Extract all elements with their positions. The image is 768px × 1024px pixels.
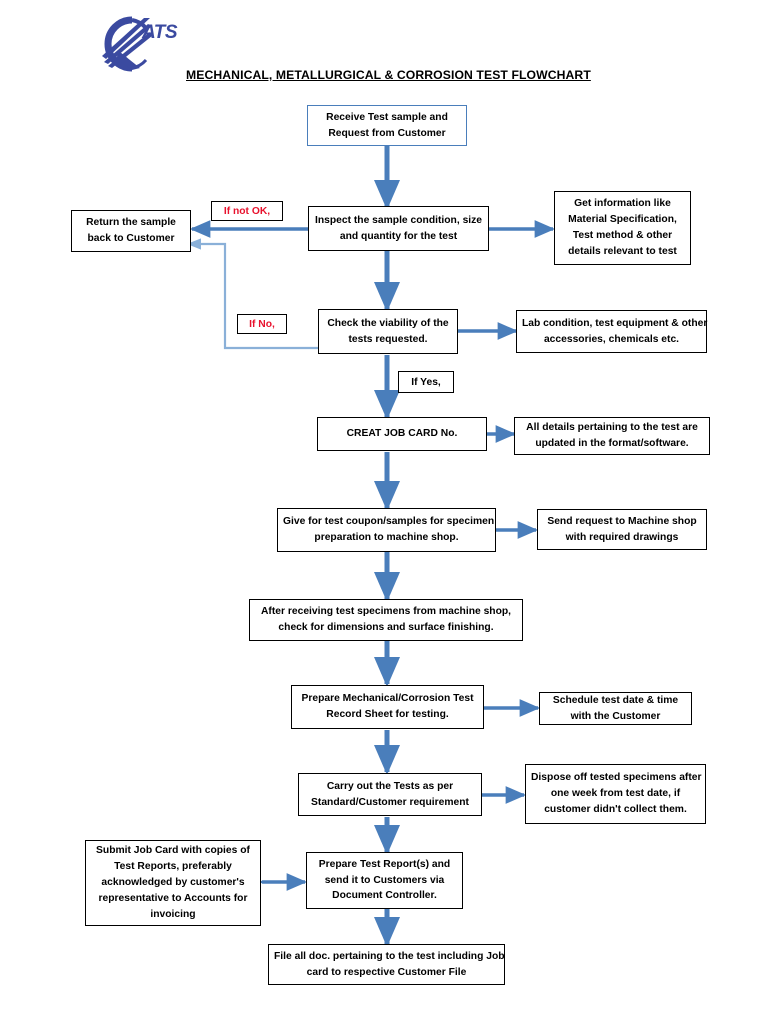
box-line: Prepare Test Report(s) and [318, 858, 451, 870]
box-line: send it to Customers via [324, 874, 445, 886]
box-line: invoicing [150, 908, 196, 920]
schedule-test-date-box[interactable]: Schedule test date & time with the Custo… [539, 692, 692, 725]
box-line: Check the viability of the [327, 317, 449, 329]
box-line: customer didn't collect them. [544, 803, 687, 815]
box-line: Carry out the Tests as per [326, 780, 454, 792]
carry-out-tests-box[interactable]: Carry out the Tests as per Standard/Cust… [298, 773, 482, 816]
box-line: Test Reports, preferably [114, 861, 232, 873]
box-line: Dispose off tested specimens after [531, 772, 702, 784]
box-line: Get information like [574, 198, 671, 210]
box-line: Material Specification, [568, 214, 677, 226]
prepare-test-report-box[interactable]: Prepare Test Report(s) and send it to Cu… [306, 852, 463, 909]
box-line: updated in the format/software. [535, 438, 689, 449]
box-line: Inspect the sample condition, size [314, 214, 483, 226]
box-line: Request from Customer [328, 127, 446, 139]
send-request-machine-shop-box[interactable]: Send request to Machine shop with requir… [537, 509, 707, 550]
get-information-box[interactable]: Get information like Material Specificat… [554, 191, 691, 265]
inspect-sample-box[interactable]: Inspect the sample condition, size and q… [308, 206, 489, 251]
prepare-record-sheet-box[interactable]: Prepare Mechanical/Corrosion Test Record… [291, 685, 484, 729]
after-receiving-specimens-box[interactable]: After receiving test specimens from mach… [249, 599, 523, 641]
box-line: one week from test date, if [550, 788, 681, 800]
box-line: card to respective Customer File [306, 966, 467, 978]
box-line: Test method & other [572, 230, 673, 241]
all-details-box[interactable]: All details pertaining to the test are u… [514, 417, 710, 455]
box-line: with the Customer [570, 710, 661, 722]
return-sample-box[interactable]: Return the sample back to Customer [71, 210, 191, 252]
box-line: After receiving test specimens from mach… [260, 606, 512, 618]
receive-sample-box[interactable]: Receive Test sample and Request from Cus… [307, 105, 467, 146]
box-line: with required drawings [565, 531, 679, 543]
box-line: details relevant to test [568, 245, 677, 257]
box-line: Standard/Customer requirement [311, 796, 469, 808]
box-line: Record Sheet for testing. [326, 709, 449, 720]
box-line: Submit Job Card with copies of [96, 845, 250, 857]
box-line: File all doc. pertaining to the test inc… [274, 950, 505, 962]
submit-job-card-box[interactable]: Submit Job Card with copies of Test Repo… [85, 840, 261, 926]
ats-logo-mark [102, 16, 152, 72]
file-all-documents-box[interactable]: File all doc. pertaining to the test inc… [268, 944, 505, 985]
box-line: Prepare Mechanical/Corrosion Test [301, 693, 474, 705]
box-line: acknowledged by customer's [101, 877, 245, 889]
box-line: preparation to machine shop. [314, 532, 459, 543]
box-line: Send request to Machine shop [547, 515, 697, 527]
if-yes-label: If Yes, [398, 371, 454, 393]
box-line: All details pertaining to the test are [526, 422, 698, 434]
ats-logo-text: ATS [142, 22, 178, 43]
box-line: Document Controller. [332, 890, 437, 902]
create-job-card-box[interactable]: CREAT JOB CARD No. [317, 417, 487, 451]
box-line: accessories, chemicals etc. [543, 333, 680, 345]
box-line: Return the sample [86, 217, 176, 229]
box-line: tests requested. [348, 333, 428, 345]
lab-condition-box[interactable]: Lab condition, test equipment & other ac… [516, 310, 707, 353]
box-line: Receive Test sample and [326, 111, 448, 123]
give-test-coupon-box[interactable]: Give for test coupon/samples for specime… [277, 508, 496, 552]
box-line: Give for test coupon/samples for specime… [283, 516, 495, 528]
page-title: MECHANICAL, METALLURGICAL & CORROSION TE… [186, 68, 591, 82]
box-line: check for dimensions and surface finishi… [278, 622, 494, 633]
box-line: CREAT JOB CARD No. [346, 428, 458, 440]
box-line: representative to Accounts for [98, 892, 248, 904]
dispose-specimens-box[interactable]: Dispose off tested specimens after one w… [525, 764, 706, 824]
box-line: back to Customer [87, 233, 175, 244]
box-line: and quantity for the test [339, 230, 458, 242]
ats-logo: ATS [88, 12, 192, 74]
box-line: Schedule test date & time [552, 694, 679, 706]
if-not-ok-label: If not OK, [211, 201, 283, 221]
box-line: Lab condition, test equipment & other [522, 317, 708, 329]
check-viability-box[interactable]: Check the viability of the tests request… [318, 309, 458, 354]
if-no-label: If No, [237, 314, 287, 334]
